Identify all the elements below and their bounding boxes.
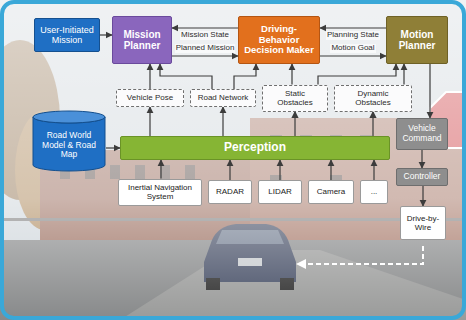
connector bbox=[160, 160, 161, 179]
node-text: Static Obstacles bbox=[267, 89, 323, 107]
connector bbox=[320, 27, 386, 28]
perception-bar: Perception bbox=[120, 136, 390, 160]
node-text: Road Network bbox=[198, 93, 249, 102]
node-text: Camera bbox=[317, 187, 345, 196]
connector bbox=[149, 64, 150, 89]
node-text: ... bbox=[371, 187, 378, 196]
data-box: Dynamic Obstacles bbox=[334, 85, 412, 112]
sensor-box: RADAR bbox=[208, 180, 252, 204]
node-text: Vehicle Pose bbox=[127, 93, 173, 102]
node-text: Dynamic Obstacles bbox=[339, 89, 407, 107]
command-box: Vehicle Command bbox=[396, 118, 448, 150]
node-text: Perception bbox=[224, 141, 286, 155]
connector bbox=[422, 186, 423, 206]
connector bbox=[372, 112, 373, 137]
data-box: Static Obstacles bbox=[262, 85, 328, 112]
connector bbox=[229, 160, 230, 180]
connector bbox=[421, 150, 422, 168]
connector bbox=[106, 147, 120, 148]
connector bbox=[373, 160, 374, 180]
connector bbox=[330, 160, 331, 180]
node-text: LIDAR bbox=[268, 187, 292, 196]
data-box: Road Network bbox=[190, 89, 256, 107]
connector bbox=[318, 64, 396, 85]
frame bbox=[2, 2, 464, 318]
command-flow-arrowhead bbox=[296, 259, 306, 269]
connector bbox=[149, 107, 150, 136]
command-flow-line bbox=[304, 246, 423, 264]
edge-label: Mission State bbox=[180, 31, 230, 40]
connector bbox=[222, 107, 223, 136]
cylinder-body bbox=[33, 117, 105, 171]
connector bbox=[234, 64, 256, 89]
node-text: Inertial Navigation System bbox=[123, 183, 197, 201]
node-text: Controller bbox=[404, 172, 441, 182]
connector bbox=[291, 64, 292, 85]
decision-box: Driving-Behavior Decision Maker bbox=[238, 16, 320, 64]
connector bbox=[403, 64, 404, 85]
edge-label: Motion Goal bbox=[330, 44, 375, 53]
connector bbox=[100, 34, 112, 35]
controller-box: Controller bbox=[396, 168, 448, 186]
node-text: Driving-Behavior Decision Maker bbox=[243, 24, 315, 57]
connector bbox=[320, 55, 386, 56]
node-text: Vehicle Command bbox=[401, 124, 443, 144]
sensor-box: Inertial Navigation System bbox=[118, 179, 202, 206]
connector bbox=[429, 64, 430, 118]
database-cylinder: Road World Model & Road Map bbox=[32, 110, 106, 172]
edge-label: Planning State bbox=[326, 31, 380, 40]
planner-box: Mission Planner bbox=[112, 16, 172, 64]
connector bbox=[279, 160, 280, 180]
connector bbox=[294, 112, 295, 137]
sensor-box: ... bbox=[360, 180, 388, 204]
mission-input-box: User-Initiated Mission bbox=[34, 18, 100, 52]
data-box: Vehicle Pose bbox=[116, 89, 184, 107]
sensor-box: LIDAR bbox=[258, 180, 302, 204]
connector bbox=[172, 55, 238, 56]
node-text: RADAR bbox=[216, 187, 244, 196]
node-text: Drive-by-Wire bbox=[405, 214, 441, 232]
connector bbox=[172, 27, 238, 28]
actuator-box: Drive-by-Wire bbox=[400, 206, 446, 240]
edge-label: Planned Mission bbox=[175, 44, 236, 53]
node-text: User-Initiated Mission bbox=[39, 25, 95, 46]
cylinder-top bbox=[33, 111, 105, 123]
node-text: Mission Planner bbox=[117, 29, 167, 52]
node-text: Road World Model & Road Map bbox=[36, 131, 102, 160]
connector bbox=[160, 64, 212, 89]
node-text: Motion Planner bbox=[391, 29, 443, 52]
planner-box: Motion Planner bbox=[386, 16, 448, 64]
sensor-box: Camera bbox=[308, 180, 354, 204]
